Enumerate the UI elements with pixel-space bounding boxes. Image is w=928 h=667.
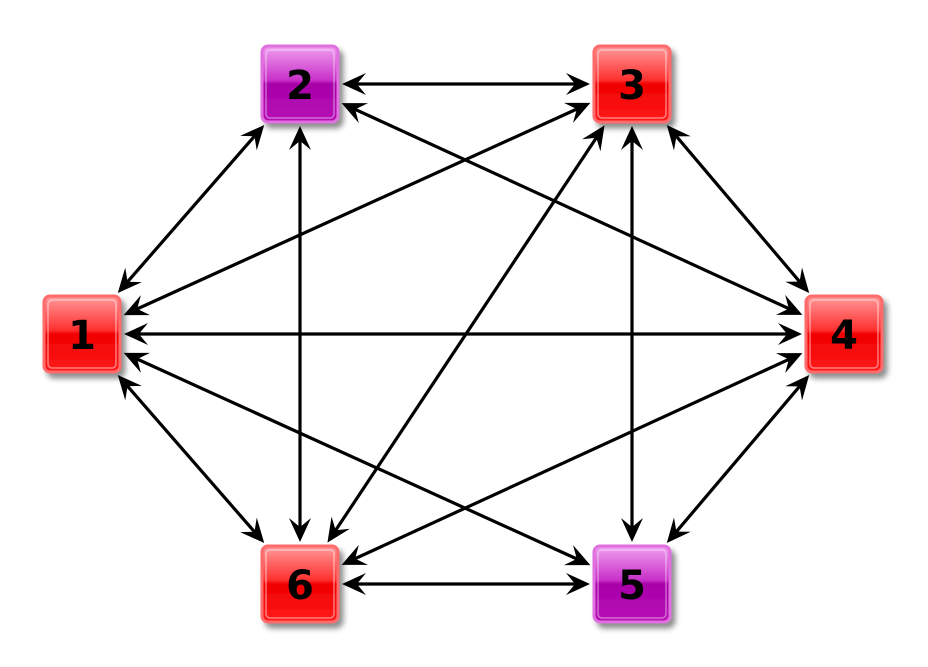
arrowhead-to-4 bbox=[775, 353, 803, 374]
arrowhead-to-3 bbox=[566, 73, 590, 95]
node-label: 4 bbox=[830, 313, 858, 359]
arrowhead-to-6 bbox=[327, 516, 350, 543]
edge-1-5 bbox=[123, 352, 591, 566]
edge-line bbox=[673, 383, 803, 535]
node-inner-border bbox=[597, 549, 667, 619]
arrowhead-to-4 bbox=[785, 375, 810, 401]
arrowhead-to-2 bbox=[240, 125, 265, 151]
node-4[interactable]: 4 bbox=[804, 294, 884, 374]
node-inner-border bbox=[265, 49, 335, 119]
arrowhead-to-4 bbox=[778, 323, 802, 345]
arrowhead-to-2 bbox=[341, 103, 369, 124]
node-label: 6 bbox=[286, 563, 314, 609]
arrowhead-to-2 bbox=[289, 126, 311, 150]
node-box bbox=[592, 44, 672, 124]
arrowhead-to-3 bbox=[563, 102, 591, 123]
node-box bbox=[804, 294, 884, 374]
edge-4-5 bbox=[666, 375, 810, 543]
arrowhead-to-5 bbox=[563, 545, 591, 566]
edge-line bbox=[332, 134, 600, 534]
node-box bbox=[260, 44, 340, 124]
node-6[interactable]: 6 bbox=[260, 544, 340, 624]
edge-line bbox=[124, 133, 258, 285]
arrowhead-to-6 bbox=[341, 544, 369, 565]
edge-6-5 bbox=[342, 573, 590, 595]
arrowhead-to-1 bbox=[117, 267, 142, 293]
edge-line bbox=[124, 383, 258, 535]
node-label: 1 bbox=[68, 313, 96, 359]
arrowhead-to-2 bbox=[342, 73, 366, 95]
arrowhead-to-6 bbox=[342, 573, 366, 595]
arrowhead-to-3 bbox=[582, 125, 605, 152]
edge-line bbox=[351, 106, 793, 312]
edge-3-6 bbox=[327, 125, 605, 543]
arrowhead-to-1 bbox=[123, 295, 151, 316]
arrowhead-to-1 bbox=[117, 375, 142, 401]
edge-1-3 bbox=[123, 102, 591, 316]
node-5[interactable]: 5 bbox=[592, 544, 672, 624]
arrowhead-to-5 bbox=[666, 517, 691, 543]
node-label: 3 bbox=[618, 63, 646, 109]
node-inner-border bbox=[265, 549, 335, 619]
node-label: 5 bbox=[618, 563, 646, 609]
arrowhead-to-6 bbox=[240, 517, 265, 543]
node-box bbox=[260, 544, 340, 624]
nodes-layer: 1 2 3 4 5 6 bbox=[42, 44, 884, 624]
edge-line bbox=[673, 133, 803, 285]
edge-2-6 bbox=[289, 126, 311, 542]
node-label: 2 bbox=[286, 63, 314, 109]
edge-1-2 bbox=[117, 125, 265, 293]
arrowhead-to-5 bbox=[566, 573, 590, 595]
arrowhead-to-3 bbox=[666, 125, 691, 151]
arrowhead-to-5 bbox=[621, 518, 643, 542]
edge-2-4 bbox=[341, 103, 803, 315]
node-box bbox=[592, 544, 672, 624]
node-3[interactable]: 3 bbox=[592, 44, 672, 124]
edge-3-5 bbox=[621, 126, 643, 542]
edge-line bbox=[133, 356, 581, 562]
arrowhead-to-4 bbox=[785, 267, 810, 293]
node-inner-border bbox=[597, 49, 667, 119]
node-inner-border bbox=[47, 299, 117, 369]
edges-layer bbox=[117, 73, 810, 595]
edge-4-6 bbox=[341, 353, 803, 565]
edge-1-6 bbox=[117, 375, 265, 543]
edge-2-3 bbox=[342, 73, 590, 95]
arrowhead-to-3 bbox=[621, 126, 643, 150]
arrowhead-to-1 bbox=[124, 323, 148, 345]
edge-line bbox=[133, 106, 581, 312]
arrowhead-to-4 bbox=[775, 294, 803, 315]
node-2[interactable]: 2 bbox=[260, 44, 340, 124]
edge-3-4 bbox=[666, 125, 810, 293]
arrowhead-to-1 bbox=[123, 352, 151, 373]
node-inner-border bbox=[809, 299, 879, 369]
edge-line bbox=[351, 356, 793, 562]
arrowhead-to-6 bbox=[289, 518, 311, 542]
edge-1-4 bbox=[124, 323, 802, 345]
node-1[interactable]: 1 bbox=[42, 294, 122, 374]
node-box bbox=[42, 294, 122, 374]
